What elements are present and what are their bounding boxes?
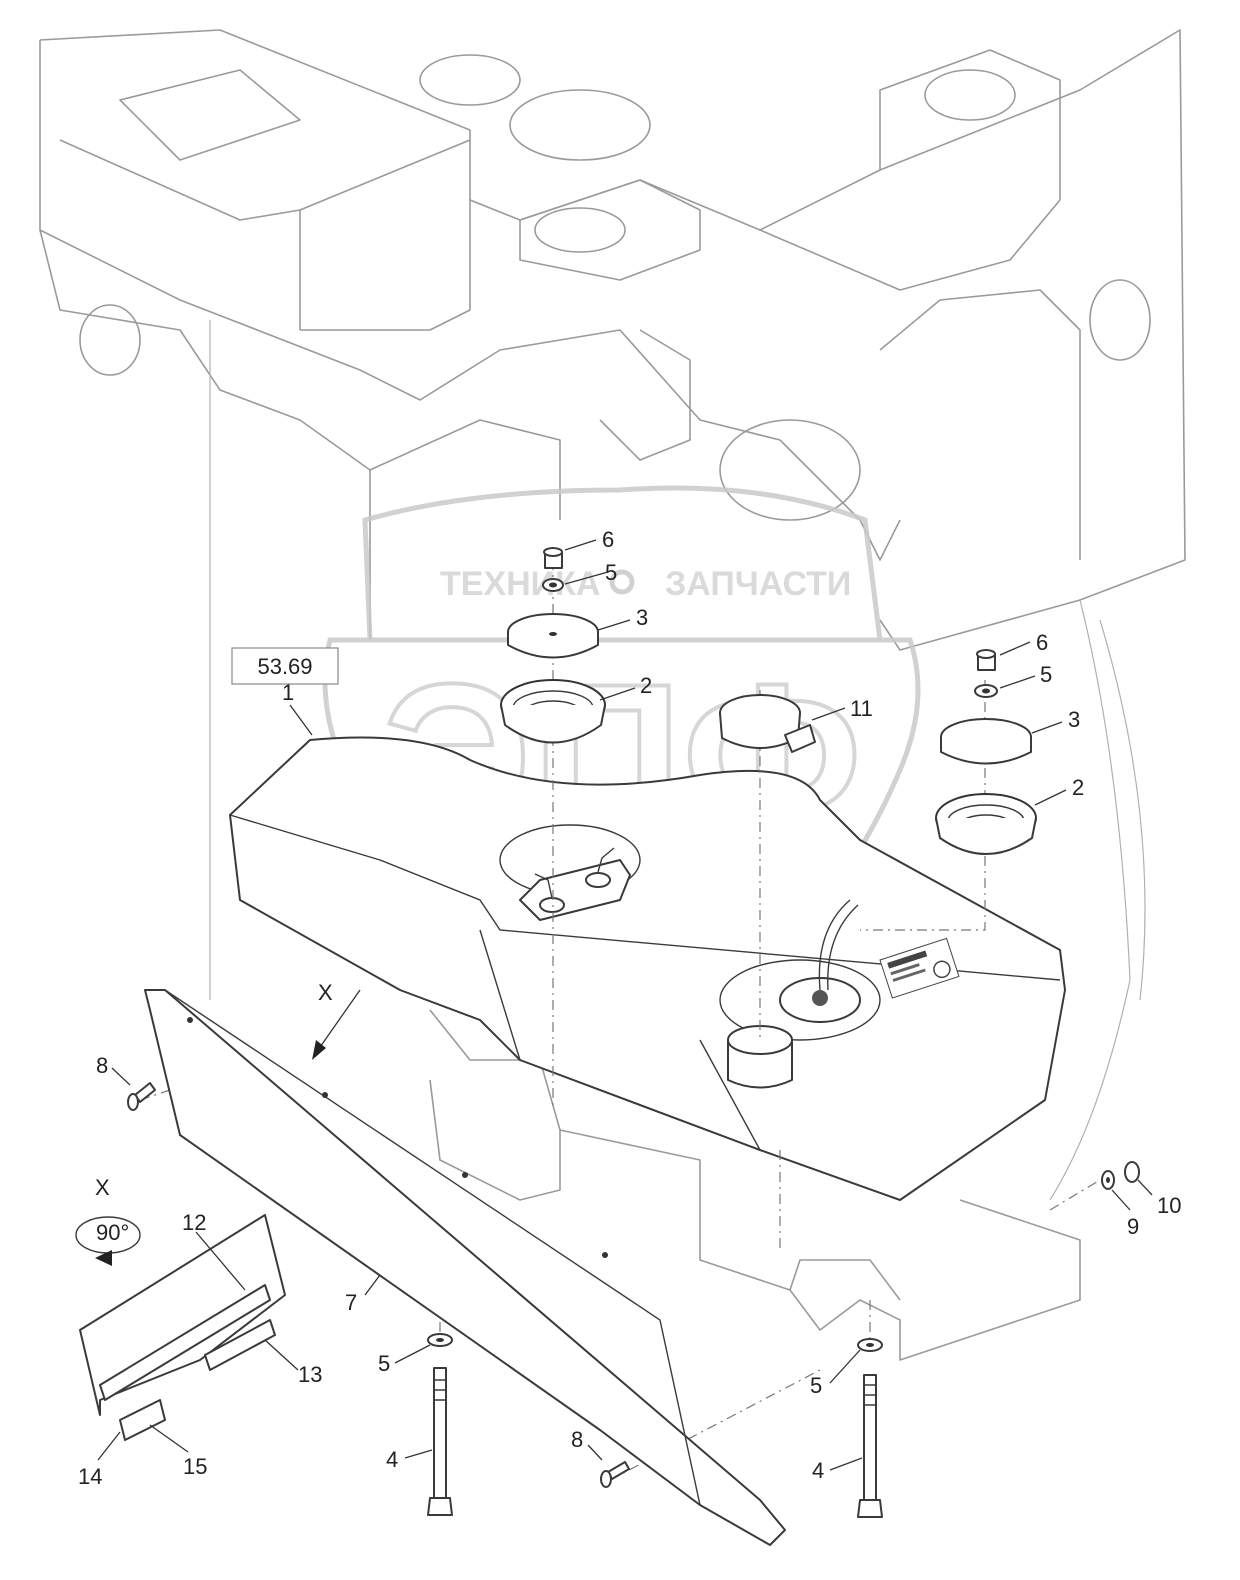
callout-6-left: 6 (602, 527, 614, 552)
callout-12: 12 (182, 1210, 206, 1235)
callout-2-left: 2 (640, 673, 652, 698)
plate-hole (187, 1017, 193, 1023)
plate-hole (462, 1172, 468, 1178)
nut-10 (1124, 1161, 1140, 1183)
callout-11: 11 (850, 696, 873, 721)
plate-hole (322, 1092, 328, 1098)
screw-lower (600, 1461, 630, 1488)
washer-hole (549, 632, 557, 636)
watermark-left-text: ТЕХНИКА (440, 565, 600, 603)
washer-hole (982, 688, 990, 694)
detail-x: X 90° (75, 1175, 286, 1441)
callout-7: 7 (345, 1290, 357, 1315)
callout-5-upper-right: 5 (1040, 662, 1052, 687)
callout-6-right: 6 (1036, 630, 1048, 655)
callout-10: 10 (1157, 1193, 1181, 1218)
callouts: 1 2 2 3 3 4 4 5 5 5 5 6 6 7 8 8 9 10 11 … (78, 527, 1181, 1489)
view-x-label: X (318, 980, 333, 1005)
callout-2-right: 2 (1072, 775, 1084, 800)
view-x-arrow: X (312, 980, 361, 1060)
callout-3-right: 3 (1068, 707, 1080, 732)
callout-4-left: 4 (386, 1447, 398, 1472)
callout-8-upper: 8 (96, 1053, 108, 1078)
callout-9: 9 (1127, 1214, 1139, 1239)
callout-1: 1 (282, 680, 294, 705)
screw-upper (127, 1082, 156, 1111)
washer-9 (1101, 1170, 1115, 1190)
callout-14: 14 (78, 1464, 102, 1489)
hose-clamp (719, 694, 816, 753)
callout-15: 15 (183, 1454, 207, 1479)
bolt-left (427, 1333, 453, 1516)
callout-5-lower-right: 5 (810, 1373, 822, 1398)
callout-8-lower: 8 (571, 1427, 583, 1452)
guard-plate (144, 989, 786, 1546)
rotation-label: 90° (96, 1220, 129, 1245)
sender-center (812, 990, 828, 1006)
reference-box-text: 53.69 (257, 654, 312, 679)
fuel-tank (229, 736, 1066, 1201)
detail-x-label: X (95, 1175, 110, 1200)
callout-4-right: 4 (812, 1458, 824, 1483)
callout-13: 13 (298, 1362, 322, 1387)
callout-5-lower-left: 5 (378, 1351, 390, 1376)
tank-label (879, 937, 960, 999)
mount-stack-left (500, 547, 606, 744)
callout-5-upper-left: 5 (605, 560, 617, 585)
mount-stack-right (935, 649, 1037, 855)
callout-leaders (97, 539, 1153, 1471)
bolt-right (857, 1338, 883, 1518)
washer-hole (549, 582, 557, 588)
watermark-right-text: ЗАПЧАСТИ (665, 565, 851, 603)
gear-icon (609, 569, 635, 595)
callout-3-left: 3 (636, 605, 648, 630)
reference-box: 53.69 (231, 647, 339, 685)
plate-hole (602, 1252, 608, 1258)
machine-frame (39, 29, 1186, 1361)
